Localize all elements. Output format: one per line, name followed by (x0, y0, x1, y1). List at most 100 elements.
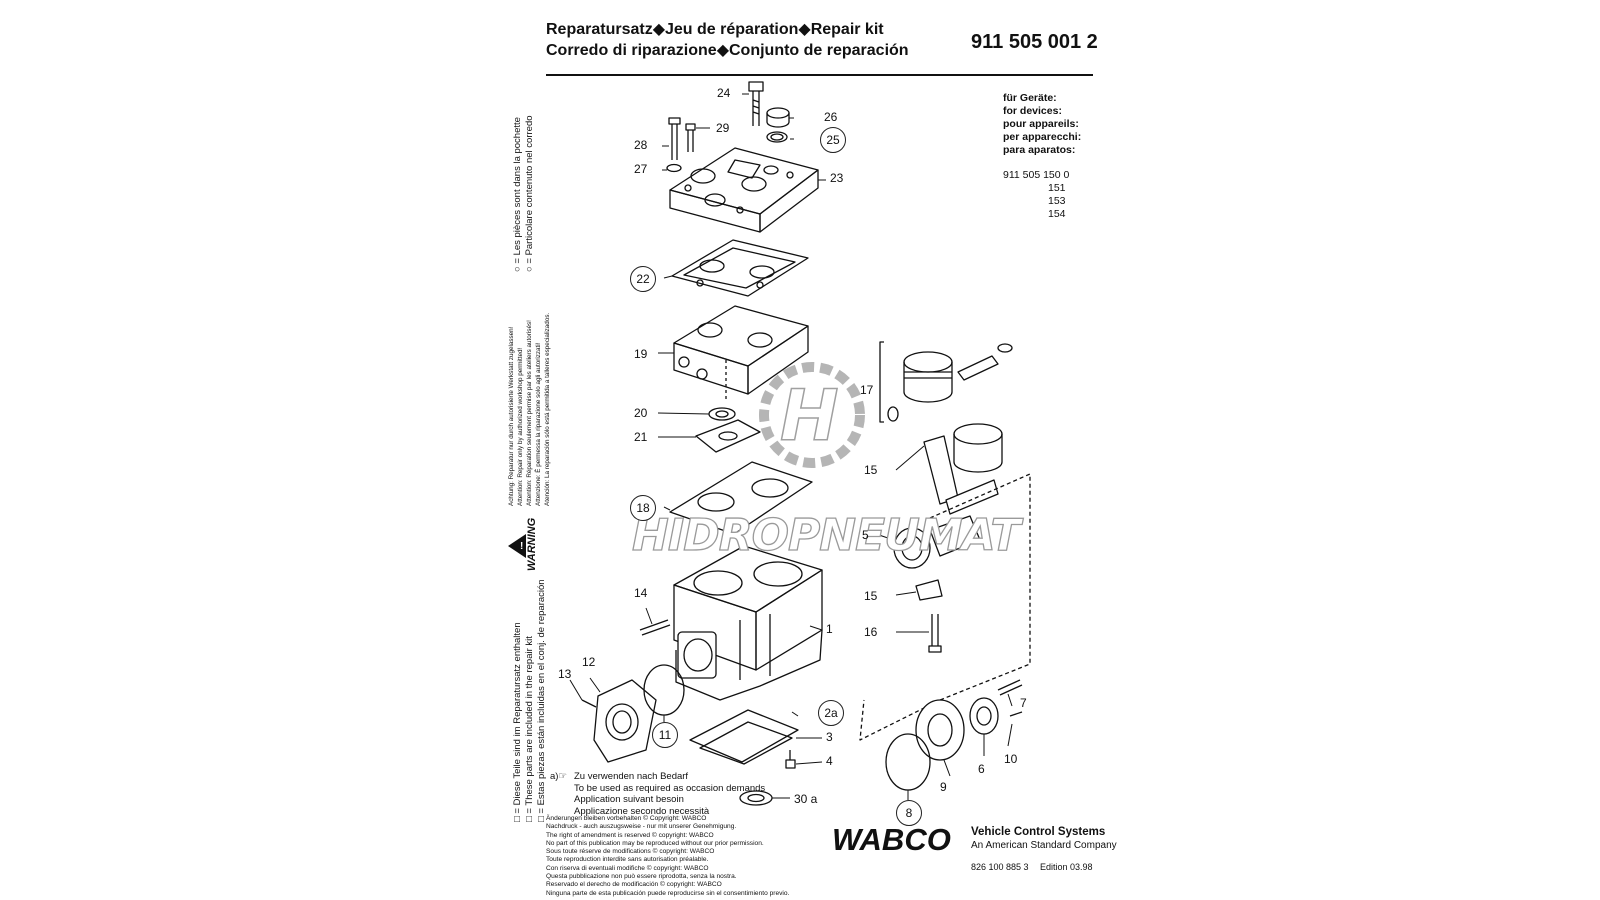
copyright-line-6: Toute reproduction interdite sans autori… (546, 856, 709, 864)
svg-text:H: H (780, 375, 839, 457)
copyright-line-1: Änderungen bleiben vorbehalten © Copyrig… (546, 815, 707, 822)
callout-29: 29 (716, 121, 730, 135)
bolt-28-icon (668, 117, 681, 160)
copyright-line-3: The right of amendment is reserved © cop… (546, 831, 714, 839)
callout-27: 27 (634, 162, 648, 176)
callout-30a: 30 a (794, 792, 818, 806)
callout-20: 20 (634, 406, 648, 420)
warn-line-1: Achtung: Reparatur nur durch autorisiert… (508, 326, 515, 506)
screw-14-icon (639, 619, 671, 636)
copyright-block: Änderungen bleiben vorbehalten © Copyrig… (546, 815, 789, 898)
callout-24: 24 (717, 86, 731, 100)
bolt-24-icon (748, 81, 764, 126)
copyright-line-7: Con riserva di eventuali modifiche © cop… (546, 864, 709, 872)
end-cover-9-icon (915, 699, 965, 761)
devices-label-es: para aparatos: (1003, 144, 1076, 156)
screw-29-icon (685, 123, 696, 152)
plate-21-icon (695, 419, 761, 453)
piston-pin-icon (957, 355, 999, 381)
device-number-4: 154 (1048, 208, 1066, 220)
copyright-line-10: Ninguna parte de esta publicación puede … (546, 889, 790, 897)
callout-16: 16 (864, 625, 878, 639)
edition: Edition 03.98 (1040, 862, 1093, 872)
callout-2a: 2a (818, 700, 844, 726)
bearing-6-icon (969, 697, 999, 735)
legend-box-de: □ = Diese Teile sind im Reparatursatz en… (512, 622, 523, 822)
circlip-2-icon (887, 406, 899, 422)
callout-22: 22 (630, 266, 656, 292)
callout-28: 28 (634, 138, 648, 152)
valve-20-icon (708, 407, 736, 421)
callout-11: 11 (652, 722, 678, 748)
note-line-2: To be used as required as occasion deman… (574, 782, 766, 794)
device-number-3: 153 (1048, 195, 1066, 207)
callout-9: 9 (940, 780, 947, 794)
note-line-4: Applicazione secondo necessità (574, 805, 710, 817)
connecting-rod-15-icon (923, 423, 1003, 557)
legend-circle-it: ○ = Particolare contenuto nel corredo (524, 115, 535, 272)
seal-30a-icon (739, 790, 773, 806)
devices-block: für Geräte: for devices: pour appareils:… (1003, 92, 1081, 221)
note-line-1: Zu verwenden nach Bedarf (574, 771, 689, 782)
callout-18: 18 (630, 495, 656, 521)
warn-line-3: Attention: Réparation seulement permise … (526, 320, 533, 506)
copyright-line-5: Sous toute réserve de modifications © co… (546, 848, 715, 856)
title-line-1: Reparatursatz◆Jeu de réparation◆Repair k… (546, 21, 884, 38)
device-number-1: 911 505 150 0 (1003, 169, 1070, 181)
devices-label-it: per apparecchi: (1003, 131, 1082, 143)
callout-21: 21 (634, 430, 648, 444)
gasket-18-icon (669, 461, 813, 535)
devices-label-fr: pour appareils: (1003, 118, 1079, 130)
note-block: Zu verwenden nach Bedarf To be used as r… (574, 771, 765, 817)
callout-6: 6 (978, 762, 985, 776)
copyright-line-4: No part of this publication may be repro… (546, 839, 764, 847)
seal-ring-25-icon (766, 131, 788, 143)
piston-17-icon (903, 351, 953, 403)
doc-number: 826 100 885 3 (971, 862, 1029, 872)
note-line-3: Application suivant besoin (574, 794, 684, 805)
exploded-view-drawing (569, 81, 1031, 806)
pin-13-icon (581, 699, 597, 708)
brand-tagline-2: An American Standard Company (971, 840, 1117, 851)
watermark-gear-icon: H (759, 362, 865, 468)
callout-15-lower: 15 (864, 589, 878, 603)
header-rule (546, 74, 1093, 76)
o-ring-8-icon (885, 733, 931, 791)
plug-26-icon (766, 107, 790, 128)
circlip-icon (997, 343, 1013, 353)
callout-12: 12 (582, 655, 596, 669)
callout-19: 19 (634, 347, 648, 361)
callout-17: 17 (860, 383, 874, 397)
bolt-16-icon (928, 614, 942, 653)
callout-14: 14 (634, 586, 648, 600)
callout-15-upper: 15 (864, 463, 878, 477)
o-ring-11-icon (643, 664, 685, 716)
warn-line-4: Attenzione: È permessa la riparazione so… (535, 342, 542, 506)
callout-5: 5 (862, 528, 869, 542)
devices-label-en: for devices: (1003, 105, 1062, 117)
screw-7-icon (997, 679, 1023, 696)
title-line-2: Corredo di riparazione◆Conjunto de repar… (546, 42, 909, 59)
gasket-22-icon (671, 239, 809, 297)
valve-plate-19-icon (673, 305, 809, 400)
callout-1: 1 (826, 622, 833, 636)
callout-13: 13 (558, 667, 572, 681)
copyright-line-2: Nachdruck - auch auszugsweise - nur mit … (546, 823, 737, 831)
warn-line-2: Attention: Repair only by authorized wor… (517, 347, 524, 506)
flange-12-icon (593, 679, 657, 763)
callout-8: 8 (896, 800, 922, 826)
svg-text:!: ! (520, 541, 523, 552)
brand-tagline-1: Vehicle Control Systems (971, 826, 1106, 838)
copyright-line-9: Reservado el derecho de modificación © c… (546, 881, 722, 889)
bearing-cap-15-icon (915, 579, 943, 601)
callout-10: 10 (1004, 752, 1018, 766)
cover-plate-3-icon (689, 709, 799, 765)
callout-7: 7 (1020, 696, 1027, 710)
legend-box-es: □ = Estas piezas están incluidas en el c… (536, 579, 547, 822)
callout-3: 3 (826, 730, 833, 744)
screw-10-icon (1009, 711, 1023, 717)
devices-label-de: für Geräte: (1003, 92, 1057, 104)
callout-26: 26 (824, 110, 838, 124)
callout-25: 25 (820, 127, 846, 153)
warn-line-5: Atención: La reparación sólo está permit… (544, 312, 551, 506)
